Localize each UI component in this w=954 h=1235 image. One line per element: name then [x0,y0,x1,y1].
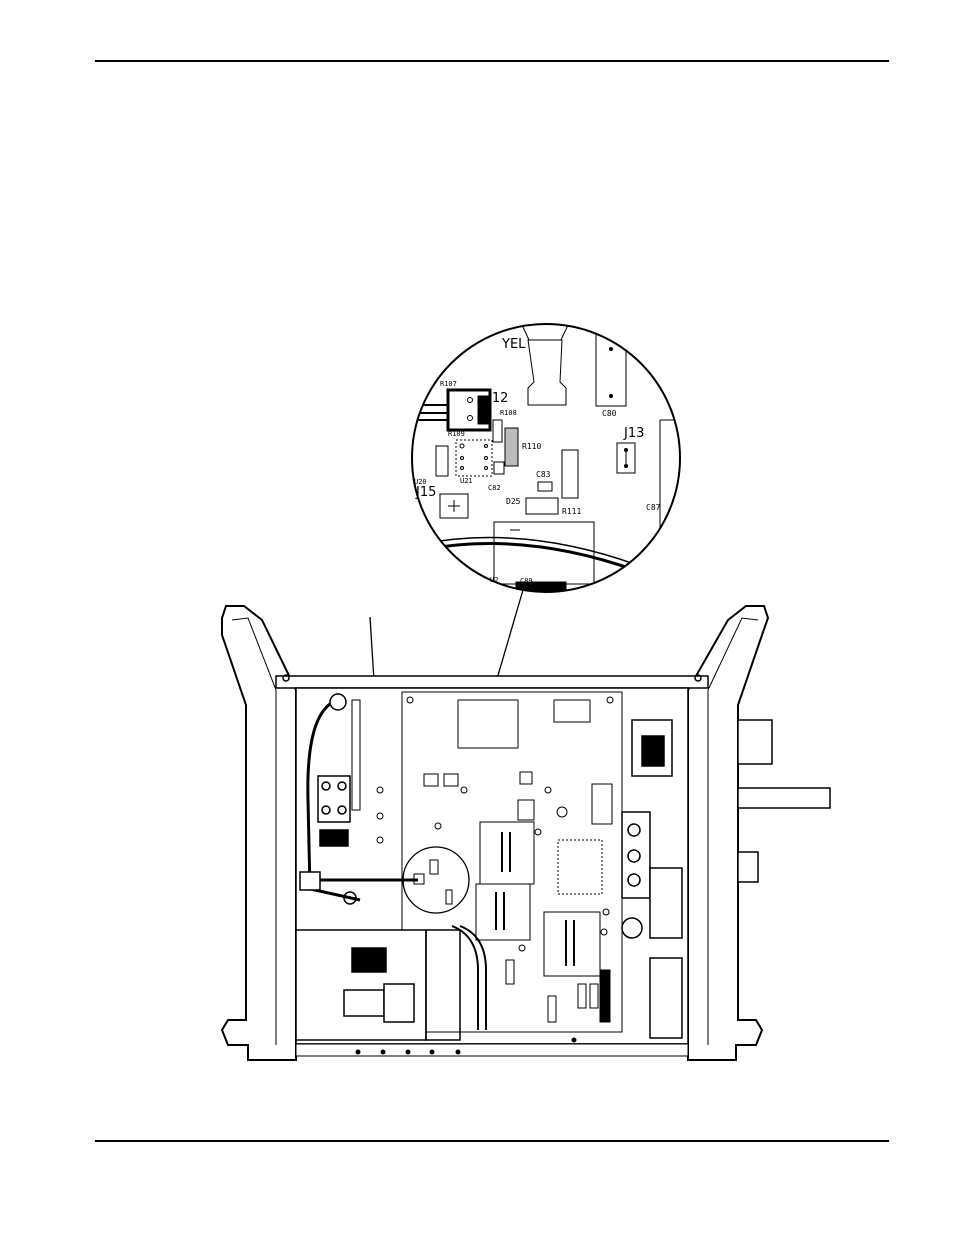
label-u2: U2 [490,576,498,584]
label-yel: YEL [501,337,526,352]
label-j15: J15 [415,485,436,500]
label-c83: C83 [536,470,551,479]
machine-chassis [220,605,831,1061]
label-j12: J12 [487,391,508,406]
label-u20: U20 [414,478,427,486]
label-j13: J13 [623,426,644,441]
label-r110: R110 [522,442,541,451]
label-r111: R111 [562,507,581,516]
detail-magnifier: YEL J12 J13 R107 R108 R109 R110 R111 C80… [411,323,681,593]
label-c82: C82 [488,484,501,492]
label-c87: C87 [646,503,661,512]
label-r109: R109 [448,430,465,438]
header-rule [95,60,889,62]
label-r107: R107 [440,380,457,388]
footer-rule [95,1140,889,1142]
label-c89: C89 [520,577,533,585]
label-d25: D25 [506,497,521,506]
label-u21: U21 [460,477,473,485]
label-r108: R108 [500,409,517,417]
label-c80: C80 [602,409,617,418]
